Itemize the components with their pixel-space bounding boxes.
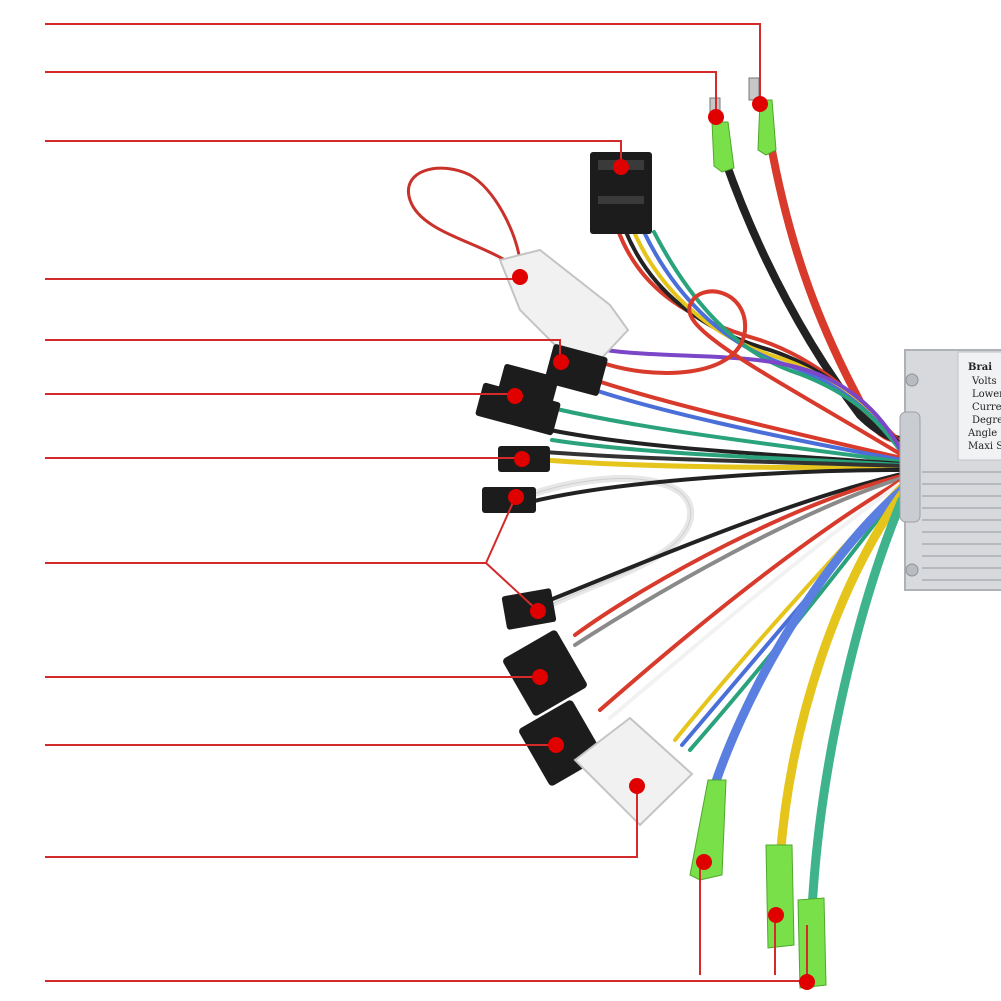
- battery-black-wire: [721, 156, 909, 446]
- callout-dot-cruise: [514, 451, 530, 467]
- leader-battery-positive: [45, 23, 761, 102]
- callout-dot-display: [629, 778, 645, 794]
- callout-dot-battery-negative: [708, 109, 724, 125]
- cruise-wire-yellow: [542, 457, 905, 470]
- plate-line-2: Volts: [971, 376, 997, 387]
- callout-dot-three-speed-top: [508, 489, 524, 505]
- callout-dot-self-learning: [512, 269, 528, 285]
- callout-dot-phase-blue: [696, 854, 712, 870]
- callout-dot-hall-sensor: [613, 159, 629, 175]
- red-loop-wire: [598, 289, 904, 457]
- three-speed-connector-bottom: [501, 588, 557, 630]
- display-connector-shape: [573, 716, 694, 827]
- controller-housing: Brai Volts Lower Curre Degre Angle Maxi …: [899, 349, 1001, 591]
- callout-dot-phase-green: [799, 974, 815, 990]
- hall-wire-green: [652, 230, 902, 452]
- plate-line-3: Lower: [972, 389, 1001, 400]
- battery-positive-terminal: [748, 77, 777, 156]
- phase-wire-yellow: [775, 489, 907, 865]
- lock-wire-red: [573, 474, 904, 637]
- plate-line-7: Maxi S: [968, 441, 1001, 452]
- callout-dot-battery-positive: [752, 96, 768, 112]
- speed-wire-black-2: [548, 472, 904, 602]
- callout-dot-power-lock: [532, 669, 548, 685]
- throttle-wire-white: [608, 480, 904, 720]
- learning-loop-wire: [406, 166, 522, 262]
- battery-negative-terminal: [709, 97, 735, 173]
- leader-three-speed: [45, 497, 539, 612]
- callout-dot-throttle: [548, 737, 564, 753]
- brake2-wire-a: [538, 403, 904, 464]
- leader-brake-1: [45, 339, 561, 360]
- callout-dot-phase-yellow: [768, 907, 784, 923]
- leader-motor-phase: [45, 862, 808, 982]
- phase-terminal-blue: [689, 779, 727, 881]
- purple-wire: [603, 348, 904, 454]
- brake1-wire-b: [578, 383, 904, 462]
- self-learning-connector: [498, 248, 630, 364]
- leader-battery-negative: [45, 71, 717, 115]
- wire-harness: [406, 136, 909, 915]
- heat-sink-fins: [922, 471, 1001, 581]
- phase-wire-green: [807, 495, 907, 915]
- plate-line-1: Brai: [968, 362, 992, 373]
- phase-wire-blue: [705, 485, 907, 805]
- callout-leader-lines: [45, 23, 808, 982]
- leader-hall-sensor: [45, 140, 622, 165]
- plate-line-5: Degre: [972, 415, 1001, 426]
- leader-display: [45, 787, 638, 858]
- plate-line-6: Angle: [967, 428, 997, 439]
- callout-dot-three-speed-bottom: [530, 603, 546, 619]
- speed-wire-white-outline: [529, 478, 692, 606]
- brake2-wire-c: [550, 438, 904, 467]
- callout-dot-brake-1: [553, 354, 569, 370]
- battery-red-wire: [766, 136, 909, 444]
- cruise-wire-black: [543, 450, 904, 468]
- phase-terminal-yellow: [765, 844, 795, 949]
- brake1-wire-a: [578, 373, 904, 460]
- controller-label-plate: Brai Volts Lower Curre Degre Angle Maxi …: [967, 362, 1001, 452]
- callout-dot-brake-2: [507, 388, 523, 404]
- lock-wire-gray: [573, 476, 904, 647]
- phase-terminal-green: [797, 897, 827, 989]
- plate-line-4: Curre: [972, 402, 1001, 413]
- throttle-wire-red: [598, 478, 904, 712]
- speed-wire-black: [528, 468, 904, 504]
